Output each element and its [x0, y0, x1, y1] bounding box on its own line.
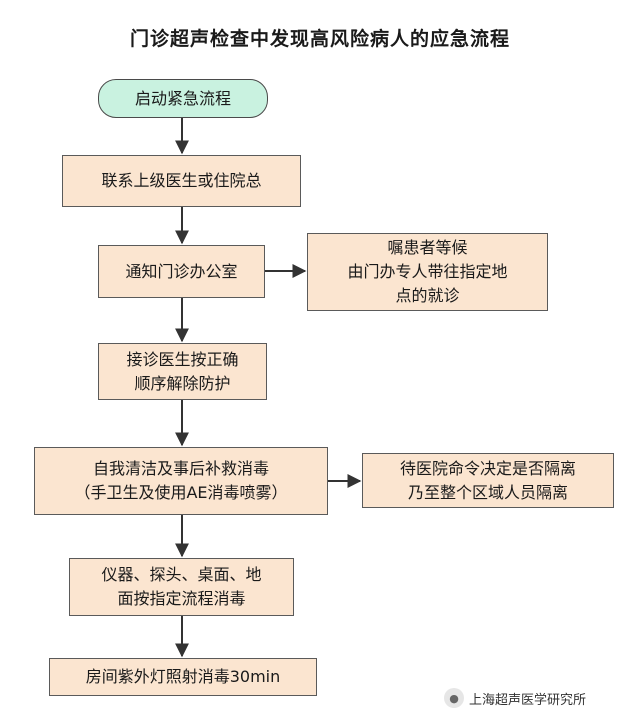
- node-text-line: 由门办专人带往指定地: [347, 262, 508, 281]
- watermark: ● 上海超声医学研究所: [444, 688, 586, 708]
- node-text-line: 通知门诊办公室: [125, 261, 238, 281]
- node-text-line: 接诊医生按正确: [126, 349, 239, 369]
- node-text-line: 自我清洁及事后补救消毒: [92, 459, 269, 478]
- node-start: 启动紧急流程: [98, 79, 268, 118]
- node-text-line: （手卫生及使用AE消毒喷雾）: [74, 483, 288, 502]
- diagram-title: 门诊超声检查中发现高风险病人的应急流程: [129, 28, 510, 50]
- node-disinfect: 自我清洁及事后补救消毒 （手卫生及使用AE消毒喷雾）: [34, 447, 328, 515]
- node-text-line: 乃至整个区域人员隔离: [407, 482, 568, 502]
- node-text-line: 面按指定流程消毒: [117, 589, 246, 608]
- node-text-line: 待医院命令决定是否隔离: [399, 458, 576, 478]
- node-text-line: 嘱患者等候: [387, 238, 468, 257]
- node-text-line: 顺序解除防护: [134, 373, 231, 393]
- node-remove: 接诊医生按正确顺序解除防护: [98, 343, 267, 400]
- node-text-line: 房间紫外灯照射消毒30min: [85, 667, 281, 686]
- node-text-line: 联系上级医生或住院总: [101, 171, 262, 190]
- node-instruct: 嘱患者等候由门办专人带往指定地点的就诊: [307, 233, 548, 311]
- watermark-text: 上海超声医学研究所: [469, 692, 587, 708]
- node-notify: 通知门诊办公室: [98, 245, 265, 298]
- node-text-line: 点的就诊: [395, 286, 460, 305]
- node-contact: 联系上级医生或住院总: [62, 155, 301, 207]
- node-uv: 房间紫外灯照射消毒30min: [49, 658, 317, 696]
- node-equipment: 仪器、探头、桌面、地面按指定流程消毒: [69, 558, 294, 616]
- wechat-icon: ●: [444, 688, 464, 708]
- node-text-line: 仪器、探头、桌面、地: [101, 565, 262, 584]
- node-isolate: 待医院命令决定是否隔离乃至整个区域人员隔离: [362, 453, 614, 508]
- node-text-line: 启动紧急流程: [134, 88, 231, 108]
